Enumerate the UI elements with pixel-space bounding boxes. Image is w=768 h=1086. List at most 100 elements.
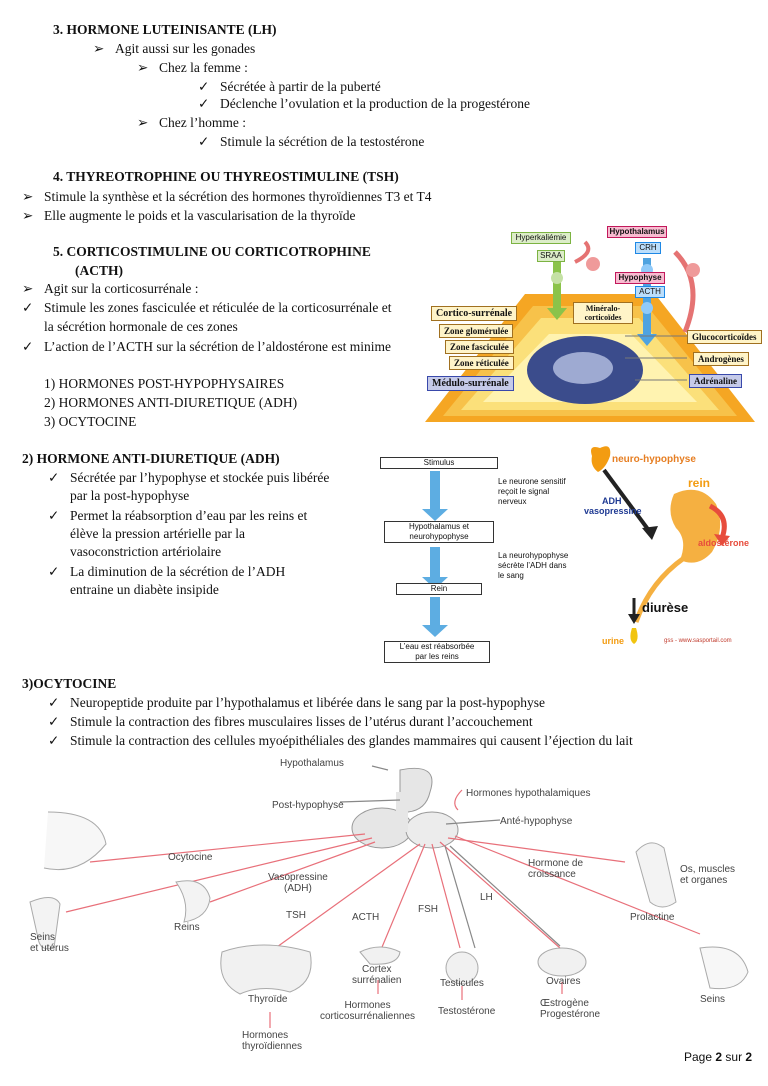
list-item: ✓Sécrétée par l’hypophyse et stockée pui… (48, 470, 330, 485)
arrow-bullet-icon: ➢ (22, 189, 34, 204)
post-hypophyse-label: Post-hypophyse (272, 800, 344, 811)
list-item: ✓La diminution de la sécrétion de l’ADH (48, 564, 286, 579)
adh-label: ADH (602, 496, 622, 506)
fsh-label: FSH (418, 904, 438, 915)
arrow-bullet-icon: ➢ (137, 115, 149, 130)
list-item: ➢Elle augmente le poids et la vascularis… (22, 208, 356, 223)
hypophysis-diagram: Hypothalamus Hormones hypothalamiques Po… (0, 752, 768, 1052)
list-item: ✓Stimule la contraction des cellules myo… (48, 733, 633, 748)
section-title-ocytocine: 3)OCYTOCINE (22, 676, 117, 691)
check-icon: ✓ (198, 134, 210, 149)
ante-hypophyse-label: Anté-hypophyse (500, 816, 573, 827)
acth-label: ACTH (352, 912, 380, 923)
list-item: ✓Stimule la contraction des fibres muscu… (48, 714, 533, 729)
check-icon: ✓ (22, 300, 34, 315)
neuro-hypophyse-label: neuro-hypophyse (612, 454, 696, 465)
flow-arrows-icon (422, 471, 448, 637)
lh-label: LH (480, 892, 493, 903)
section-title-lh: 3. HORMONE LUTEINISANTE (LH) (53, 22, 277, 37)
flow-box-rein: Rein (396, 583, 482, 595)
check-icon: ✓ (198, 79, 210, 94)
glucocorticoides-label: Glucocorticoïdes (687, 330, 762, 344)
numbered-item: 1) HORMONES POST-HYPOPHYSAIRES (44, 376, 285, 391)
ovaires-label: Ovaires (546, 976, 581, 987)
list-item: ➢Stimule la synthèse et la sécrétion des… (22, 189, 432, 204)
check-icon: ✓ (48, 508, 60, 523)
hormones-hypothalamiques-label: Hormones hypothalamiques (466, 788, 591, 799)
kidney-icon (591, 446, 730, 644)
list-item-cont: par la post-hypophyse (70, 488, 190, 503)
flow-box-stimulus: Stimulus (380, 457, 498, 469)
list-item: ✓Permet la réabsorption d’eau par les re… (48, 508, 308, 523)
diurese-label: diurèse (642, 600, 689, 615)
arrow-bullet-icon: ➢ (137, 60, 149, 75)
arrow-bullet-icon: ➢ (22, 208, 34, 223)
zone-fasciculee-label: Zone fasciculée (445, 340, 514, 354)
list-item: ✓Stimule les zones fasciculée et réticul… (22, 300, 392, 315)
list-item: ➢Agit aussi sur les gonades (93, 41, 256, 56)
list-item: ✓Stimule la sécrétion de la testostérone (198, 134, 425, 149)
testicules-label: Testicules (440, 978, 484, 989)
crh-label: CRH (635, 242, 661, 254)
list-item: ➢Agit sur la corticosurrénale : (22, 281, 199, 296)
androgenes-label: Androgènes (693, 352, 749, 366)
seins-label: Seins (700, 994, 726, 1005)
credit-label: gss - www.sasportail.com (664, 638, 732, 644)
arrow-bullet-icon: ➢ (22, 281, 34, 296)
arrow-bullet-icon: ➢ (93, 41, 105, 56)
adrenaline-label: Adrénaline (689, 374, 743, 388)
hyperkaliemie-label: Hyperkaliémie (511, 232, 571, 244)
adrenal-diagram: Hyperkaliémie SRAA Hypothalamus CRH Hypo… (425, 222, 765, 430)
check-icon: ✓ (198, 96, 210, 111)
section-title-acth: 5. CORTICOSTIMULINE OU CORTICOTROPHINE (53, 244, 371, 259)
list-item-cont: élève la pression artérielle par la (70, 526, 246, 541)
mineralo-label: Minéralo-corticoïdes (573, 302, 633, 324)
check-icon: ✓ (48, 733, 60, 748)
list-item-cont: entraine un diabète insipide (70, 582, 219, 597)
tsh-label: TSH (286, 910, 306, 921)
aldosterone-label: aldostérone (698, 538, 750, 548)
section-title-acth-2: (ACTH) (75, 263, 123, 278)
medulo-surrenale-label: Médulo-surrénale (427, 376, 514, 391)
list-item: ✓Sécrétée à partir de la puberté (198, 79, 381, 94)
page-number: Page 2 sur 2 (684, 1050, 753, 1064)
kidney-diagram: neuro-hypophyse rein ADH vasopressine al… (580, 442, 766, 662)
section-title-tsh: 4. THYREOTROPHINE OU THYREOSTIMULINE (TS… (53, 169, 399, 184)
list-item: ✓Neuropeptide produite par l’hypothalamu… (48, 695, 545, 710)
list-item: ➢Chez la femme : (137, 60, 248, 75)
testosterone-label: Testostérone (438, 1006, 496, 1017)
zone-reticulee-label: Zone réticulée (449, 356, 514, 370)
hypothalamus-label: Hypothalamus (607, 226, 667, 238)
vasopressine-label: vasopressine (584, 506, 642, 516)
prolactine-label: Prolactine (630, 912, 675, 923)
thyroide-label: Thyroïde (248, 994, 288, 1005)
check-icon: ✓ (48, 714, 60, 729)
check-icon: ✓ (48, 470, 60, 485)
check-icon: ✓ (48, 695, 60, 710)
vasopressine-label: Vasopressine(ADH) (268, 872, 328, 894)
check-icon: ✓ (22, 339, 34, 354)
reins-label: Reins (174, 922, 200, 933)
list-item: ✓Déclenche l’ovulation et la production … (198, 96, 531, 111)
numbered-item: 2) HORMONES ANTI-DIURETIQUE (ADH) (44, 395, 298, 410)
zone-glomerulee-label: Zone glomérulée (439, 324, 514, 338)
numbered-item: 3) OCYTOCINE (44, 414, 137, 429)
acth-label: ACTH (635, 286, 665, 298)
cortico-surrenale-label: Cortico-surrénale (431, 306, 518, 321)
check-icon: ✓ (48, 564, 60, 579)
list-item-cont: vasoconstriction artériolaire (70, 544, 222, 559)
sraa-label: SRAA (537, 250, 565, 262)
list-item: ➢Chez l’homme : (137, 115, 246, 130)
list-item-cont: la sécrétion hormonale de ces zones (44, 319, 238, 334)
